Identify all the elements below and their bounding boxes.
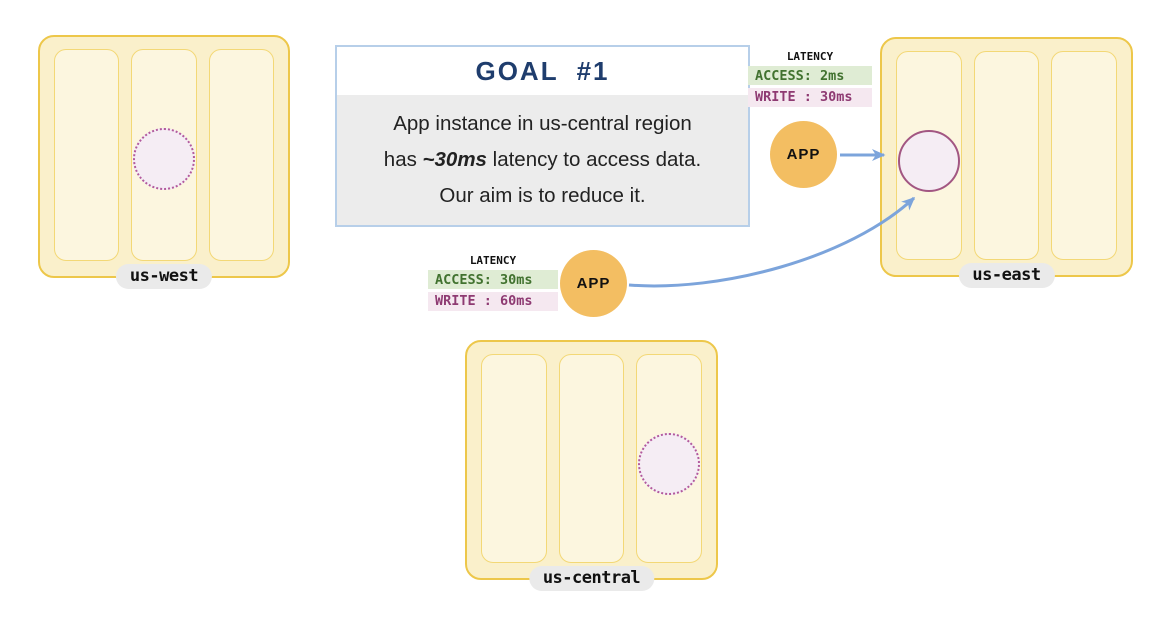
us-central-zone-1 [481,354,547,563]
goal-body-text: App instance in us-central region has ~3… [337,95,748,225]
region-us-west: us-west [38,35,290,289]
us-west-zone-3 [208,49,274,261]
data-circle-dotted [132,128,195,190]
latency-title: LATENCY [786,50,834,63]
goal-body-line2: has ~30ms latency to access data. [383,148,702,172]
region-us-central: us-central [465,340,718,591]
region-us-east: us-east [880,37,1133,288]
latency-access-badge: ACCESS: 2ms [748,66,872,85]
us-east-zone-3 [1051,51,1118,260]
goal-body-line1: App instance in us-central region [393,112,692,136]
latency-title: LATENCY [469,254,517,267]
goal-title: GOAL #1 [475,55,610,86]
us-east-zone-2 [973,51,1040,260]
latency-group-east: LATENCY ACCESS: 2ms WRITE : 30ms [748,50,872,107]
goal-header: GOAL #1 [337,47,748,95]
app-instance-central: APP [560,250,627,317]
us-west-zone-2 [131,49,197,261]
region-label-us-east: us-east [958,263,1055,288]
data-circle-solid [897,130,960,192]
latency-group-central: LATENCY ACCESS: 30ms WRITE : 60ms [428,254,558,311]
latency-access-badge: ACCESS: 30ms [428,270,558,289]
goal-latency-emphasis: ~30ms [422,148,487,172]
goal-body-line3: Our aim is to reduce it. [439,183,646,207]
latency-write-badge: WRITE : 60ms [428,291,558,311]
us-central-zone-2 [558,354,625,563]
region-label-us-central: us-central [528,566,655,591]
latency-write-badge: WRITE : 30ms [748,87,872,107]
goal-callout-box: GOAL #1 App instance in us-central regio… [335,45,750,227]
us-east-zone-1 [896,51,962,260]
region-label-us-west: us-west [115,264,213,289]
data-circle-dotted [638,433,701,495]
app-instance-east: APP [770,121,837,188]
us-central-zone-3 [636,354,703,563]
us-west-zone-1 [54,49,120,261]
